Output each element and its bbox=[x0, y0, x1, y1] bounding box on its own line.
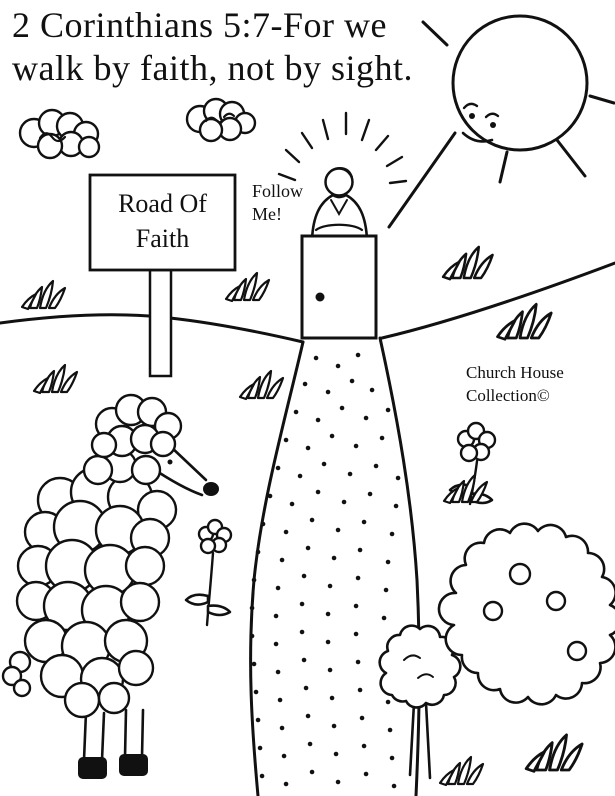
radiance-lines bbox=[277, 111, 408, 185]
verse-line-1: 2 Corinthians 5:7-For we bbox=[12, 5, 387, 45]
door bbox=[300, 234, 378, 340]
verse-title: 2 Corinthians 5:7-For we walk by faith, … bbox=[12, 4, 482, 90]
cloud-left bbox=[18, 108, 101, 160]
flower-left bbox=[184, 518, 233, 627]
berry bbox=[545, 590, 567, 612]
grass-tuft bbox=[224, 271, 271, 303]
road-dots bbox=[249, 352, 401, 789]
sheep-nose bbox=[203, 482, 219, 496]
sheep-legs bbox=[78, 708, 148, 779]
sheep-head-wool bbox=[90, 393, 183, 459]
follow-line-1: Follow bbox=[252, 181, 304, 201]
sun bbox=[387, 14, 615, 229]
berry bbox=[508, 562, 532, 586]
sheep-hoof bbox=[78, 757, 107, 779]
grass-tuft bbox=[238, 369, 285, 401]
grass-tuft bbox=[441, 245, 494, 281]
berry bbox=[566, 640, 588, 662]
sheep-tail bbox=[1, 650, 32, 698]
sign-line-2: Faith bbox=[135, 224, 190, 254]
road-sign bbox=[88, 173, 237, 378]
verse-line-2: walk by faith, not by sight. bbox=[12, 48, 413, 89]
sign-text: Road Of Faith bbox=[90, 186, 235, 256]
grass-tuft bbox=[438, 755, 485, 787]
hill-line-right bbox=[380, 261, 615, 340]
sheep-hoof bbox=[119, 754, 148, 776]
follow-me-text: Follow Me! bbox=[252, 180, 332, 225]
sheep-eye bbox=[167, 459, 173, 465]
welcoming-figure bbox=[310, 166, 369, 242]
grass-tuft bbox=[496, 302, 553, 341]
attribution-line-1: Church House bbox=[466, 363, 564, 382]
cloud-right bbox=[185, 97, 257, 143]
sign-line-1: Road Of bbox=[118, 189, 207, 218]
grass-tuft bbox=[32, 363, 79, 395]
sign-post bbox=[148, 268, 173, 378]
attribution-text: Church House Collection© bbox=[466, 362, 615, 408]
grass-tuft bbox=[20, 279, 67, 311]
follow-line-2: Me! bbox=[252, 203, 282, 224]
sun-face bbox=[461, 102, 500, 143]
berry-bush bbox=[437, 522, 615, 706]
sheep bbox=[1, 393, 219, 779]
road-of-faith-path bbox=[249, 336, 421, 796]
sun-rays bbox=[387, 20, 615, 229]
door-knob bbox=[315, 292, 325, 302]
sign-board bbox=[88, 173, 237, 272]
sheep-body-wool bbox=[15, 448, 178, 719]
berry bbox=[482, 600, 504, 622]
grass-tuft bbox=[524, 733, 584, 773]
attribution-line-2: Collection© bbox=[466, 385, 550, 405]
